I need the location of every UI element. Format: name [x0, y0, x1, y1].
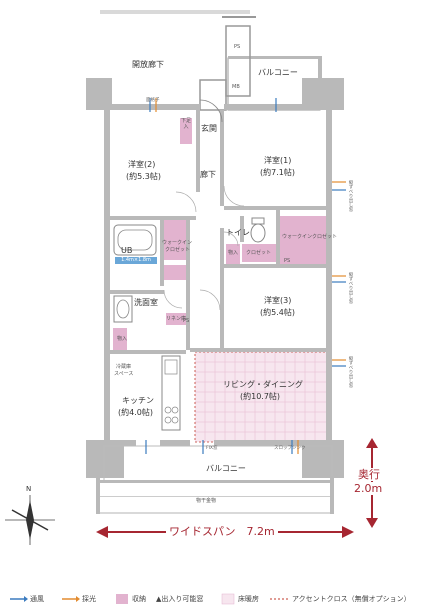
legend-daylight: 採光	[82, 595, 96, 603]
kitchen-size: (約4.0帖)	[118, 408, 153, 417]
balcony-bottom-label: バルコニー	[206, 464, 246, 473]
storage-label-1: 物入	[228, 250, 239, 256]
legend-accent-cloth: アクセントクロス（無償オプション）	[292, 595, 411, 603]
north-label: N	[26, 485, 32, 493]
balcony-top-label: バルコニー	[258, 68, 298, 77]
legend-storage: 収納	[132, 595, 146, 603]
window-top-label: 面格子	[146, 98, 160, 103]
side-window-label-3: 縦すべり出し窓	[348, 356, 353, 388]
room3-name: 洋室(3)	[264, 296, 292, 305]
legend: 通風 採光 収納 ▲出入り可能窓 床暖房 アクセントクロス（無償オプション）	[6, 592, 431, 606]
ub-size-badge: 1.4m×1.8m	[115, 257, 157, 264]
ps-label-2: PS	[284, 258, 291, 264]
washroom-label: 洗面室	[134, 298, 158, 307]
fridge-label-1: 冷蔵庫	[116, 364, 132, 370]
legend-access: ▲出入り可能窓	[156, 595, 204, 603]
storage-label-2: 物入	[117, 336, 128, 342]
side-window-label-2: 縦すべり出し窓	[348, 272, 353, 304]
room2-size: (約5.3帖)	[126, 172, 161, 181]
wic2-label-1: ウォークイン	[162, 240, 193, 246]
hallway-label: 廊下	[200, 170, 216, 179]
side-window-label-1: 縦すべり出し窓	[348, 180, 353, 212]
depth-label: 奥行	[358, 468, 380, 481]
living-name: リビング・ダイニング	[223, 380, 303, 389]
ps-label-3: PS	[183, 318, 190, 324]
wic2-label-2: クロゼット	[165, 247, 191, 253]
compass-icon	[5, 495, 55, 545]
living-size: (約10.7帖)	[240, 392, 281, 401]
depth-value: 2.0m	[354, 482, 383, 495]
room1-size: (約7.1帖)	[260, 168, 295, 177]
slop-sink-label: スロップシンク	[274, 446, 306, 451]
drying-label: 物干金物	[196, 498, 217, 504]
ub-label: UB	[121, 246, 133, 255]
fridge-label-2: スペース	[114, 371, 134, 377]
shoe-storage-label: 下足入	[181, 118, 192, 130]
room3-size: (約5.4帖)	[260, 308, 295, 317]
corridor-label: 開放廊下	[132, 60, 164, 69]
ps-label-1: PS	[234, 44, 241, 50]
legend-floor-heating: 床暖房	[238, 595, 259, 603]
fix-window-label: FIX窓	[206, 446, 218, 451]
mb-label: MB	[232, 84, 240, 90]
entrance-label: 玄関	[201, 124, 217, 133]
kitchen-name: キッチン	[122, 396, 154, 405]
wide-span-label: ワイドスパン 7.2m	[166, 525, 278, 539]
legend-ventilation: 通風	[30, 595, 44, 603]
wic-label: ウォークインクロゼット	[282, 234, 338, 240]
toilet-label: トイレ	[226, 228, 250, 237]
linen-label: リネン庫	[166, 316, 187, 322]
room1-name: 洋室(1)	[264, 156, 292, 165]
room2-name: 洋室(2)	[128, 160, 156, 169]
column-top-right	[302, 78, 344, 110]
closet-label: クロゼット	[246, 250, 272, 256]
